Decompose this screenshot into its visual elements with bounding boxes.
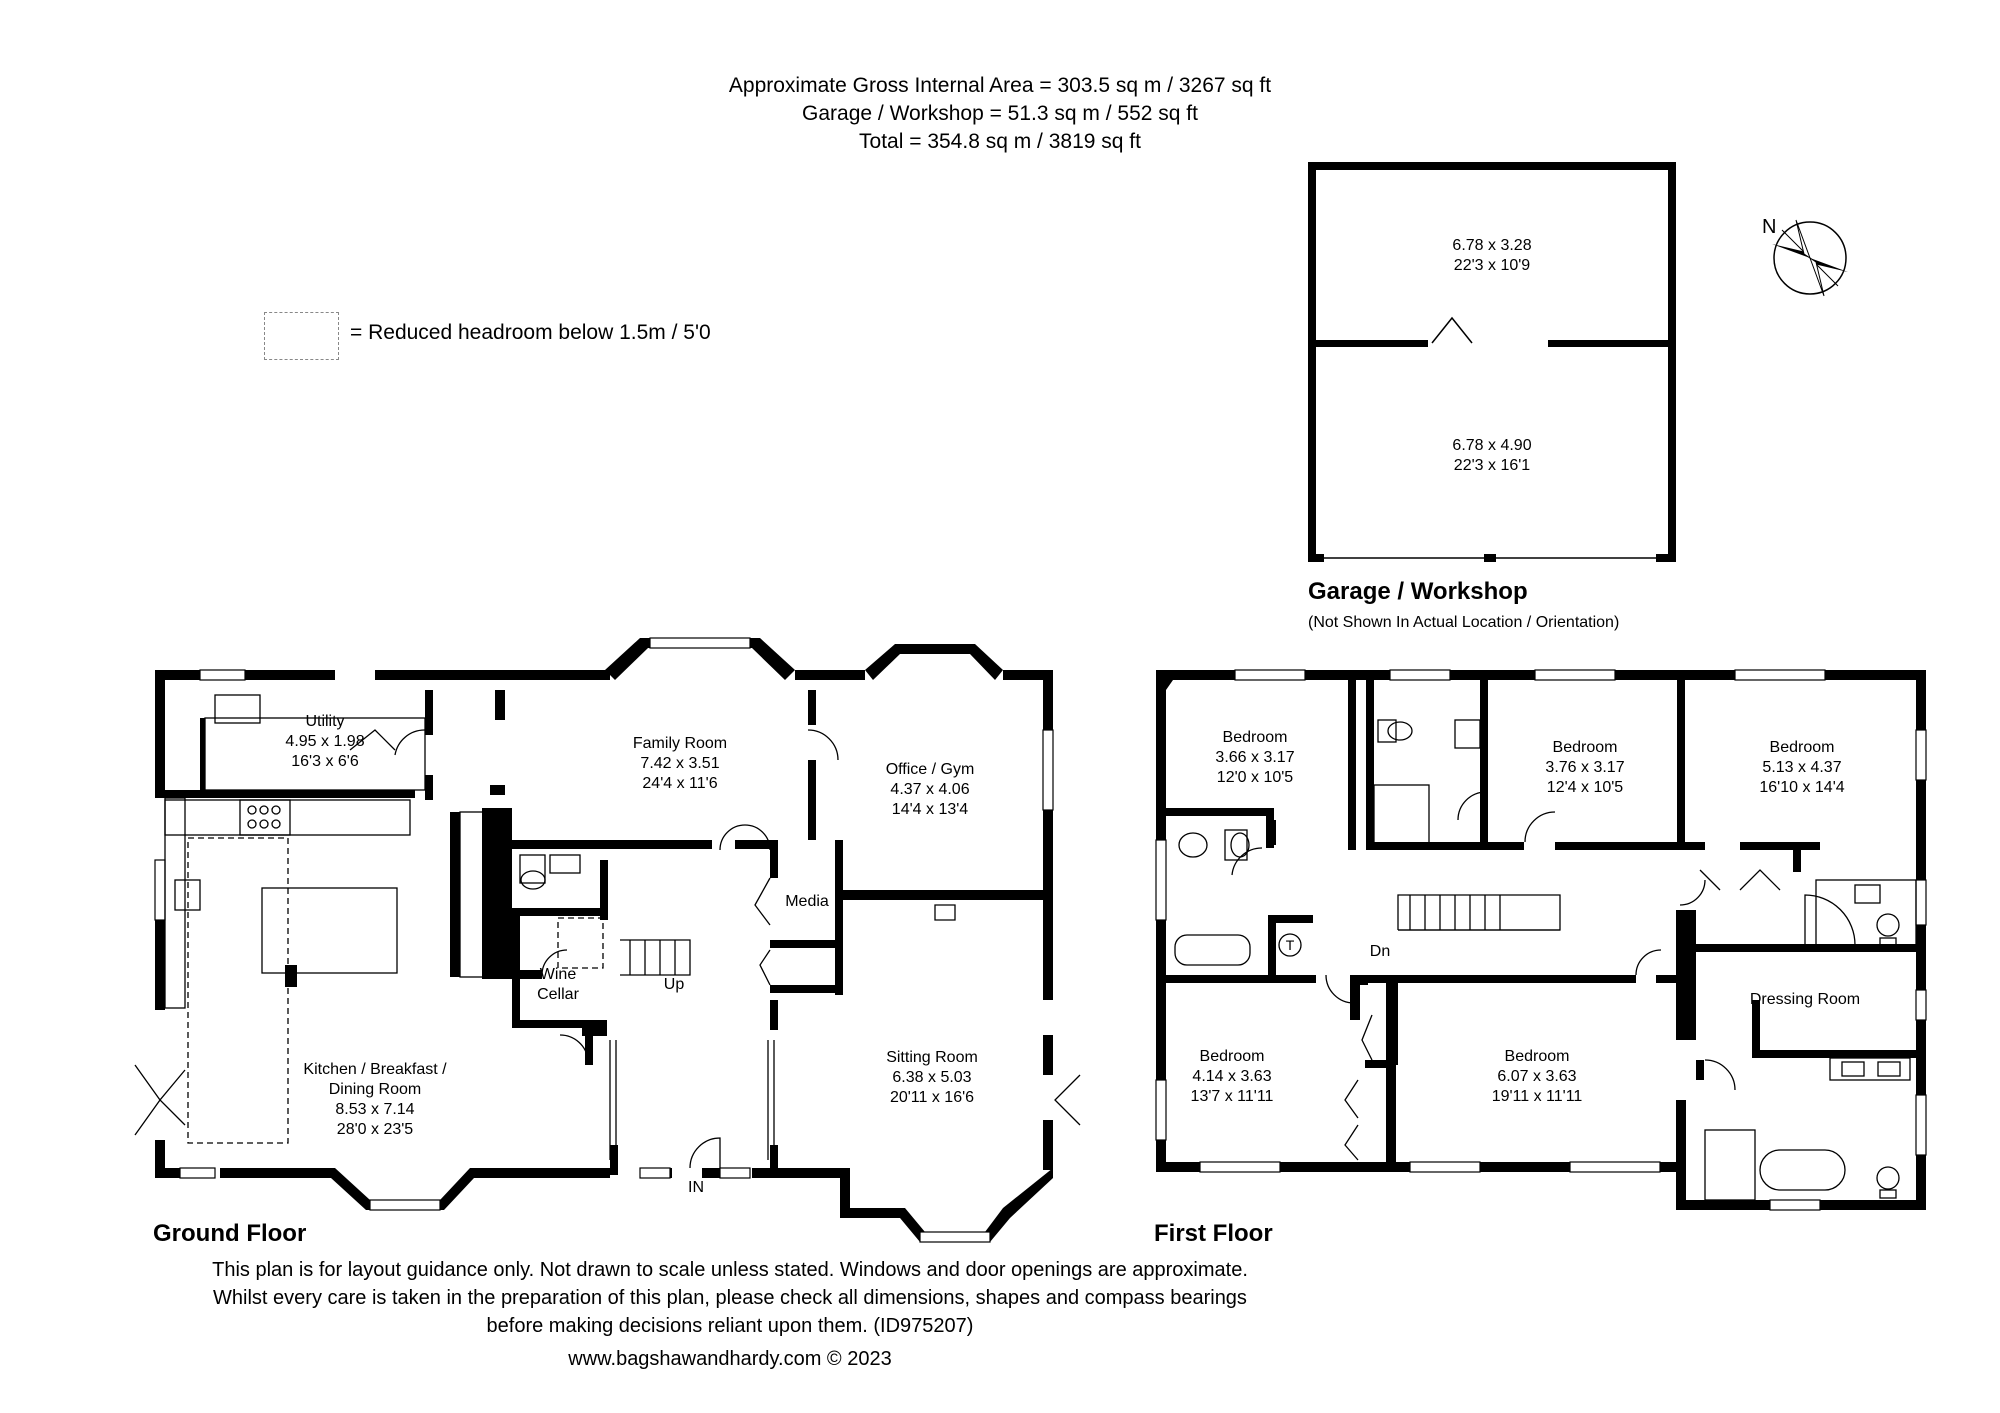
office-gym-label: Office / Gym 4.37 x 4.06 14'4 x 13'4 xyxy=(885,761,975,818)
area-line-2: Garage / Workshop = 51.3 sq m / 552 sq f… xyxy=(802,102,1198,125)
stairs-up-label: Up xyxy=(663,976,685,993)
ground-windows xyxy=(154,637,1054,1243)
media-label: Media xyxy=(785,893,829,910)
garage-note: (Not Shown In Actual Location / Orientat… xyxy=(1308,614,1620,631)
family-room-label: Family Room 7.42 x 3.51 24'4 x 11'6 xyxy=(632,735,728,792)
compass-icon xyxy=(1772,219,1848,297)
legend-swatch xyxy=(264,312,339,360)
disclaimer-line-3: before making decisions reliant upon the… xyxy=(486,1315,974,1337)
bedroom-5-label: Bedroom 6.07 x 3.63 19'11 x 11'11 xyxy=(1491,1048,1583,1105)
wine-cellar-label: Wine Cellar xyxy=(537,966,579,1003)
area-line-3: Total = 354.8 sq m / 3819 sq ft xyxy=(859,130,1141,153)
stairs-down-label: Dn xyxy=(1369,943,1391,960)
garage-title: Garage / Workshop xyxy=(1308,578,1528,605)
first-floor-title: First Floor xyxy=(1154,1220,1273,1247)
bedroom-3-label: Bedroom 5.13 x 4.37 16'10 x 14'4 xyxy=(1759,739,1845,796)
legend-text: = Reduced headroom below 1.5m / 5'0 xyxy=(350,321,711,344)
website-credit: www.bagshawandhardy.com © 2023 xyxy=(568,1348,892,1370)
garage-lower-label: 6.78 x 4.90 22'3 x 16'1 xyxy=(1452,437,1532,474)
kitchen-label: Kitchen / Breakfast / Dining Room 8.53 x… xyxy=(303,1061,447,1138)
ground-floor-title: Ground Floor xyxy=(153,1220,307,1247)
sitting-room-label: Sitting Room 6.38 x 5.03 20'11 x 16'6 xyxy=(886,1049,978,1106)
bedroom-2-label: Bedroom 3.76 x 3.17 12'4 x 10'5 xyxy=(1545,739,1625,796)
area-line-1: Approximate Gross Internal Area = 303.5 … xyxy=(728,74,1272,97)
bedroom-1-label: Bedroom 3.66 x 3.17 12'0 x 10'5 xyxy=(1215,729,1295,786)
dressing-room-label: Dressing Room xyxy=(1749,991,1861,1008)
compass-label: N xyxy=(1762,216,1777,238)
tank-label: T xyxy=(1285,937,1295,953)
first-windows xyxy=(1155,669,1927,1211)
disclaimer-line-1: This plan is for layout guidance only. N… xyxy=(212,1259,1248,1281)
first-fittings xyxy=(1174,719,1917,1201)
disclaimer-line-2: Whilst every care is taken in the prepar… xyxy=(213,1287,1247,1309)
bedroom-4-label: Bedroom 4.14 x 3.63 13'7 x 11'11 xyxy=(1190,1048,1274,1105)
ground-fittings xyxy=(134,694,1081,1169)
garage-walls xyxy=(1308,162,1676,562)
utility-label: Utility 4.95 x 1.98 16'3 x 6'6 xyxy=(285,713,365,770)
entrance-label: IN xyxy=(688,1179,704,1196)
garage-upper-label: 6.78 x 3.28 22'3 x 10'9 xyxy=(1452,237,1532,274)
